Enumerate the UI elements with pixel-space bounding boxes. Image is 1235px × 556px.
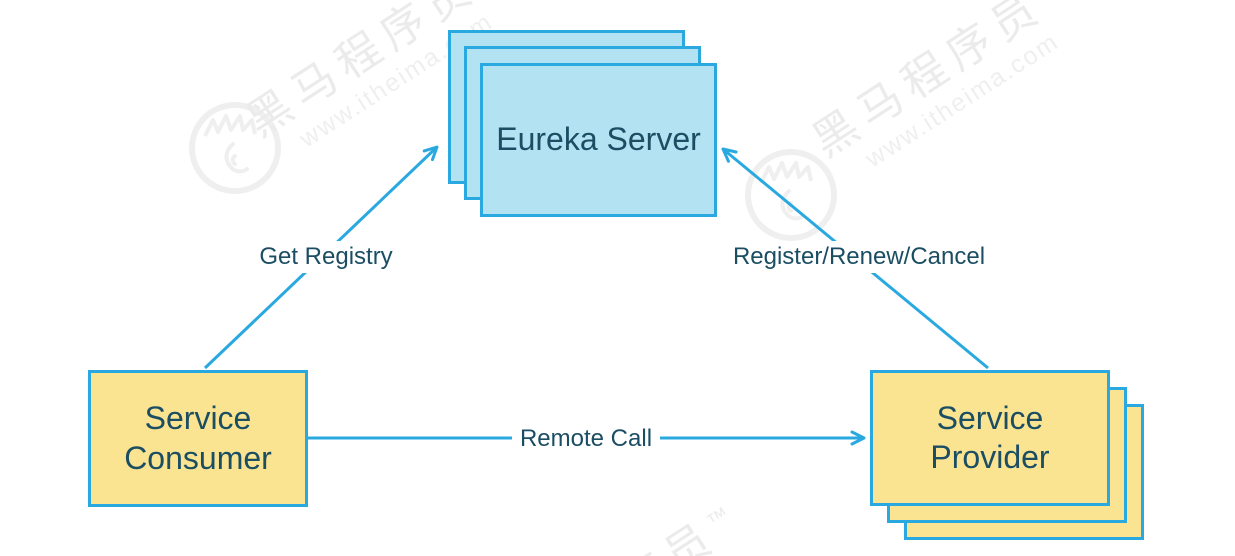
node-service-provider: Service Provider bbox=[870, 370, 1110, 506]
node-service-consumer: Service Consumer bbox=[88, 370, 308, 507]
edge-label-register-renew-cancel: Register/Renew/Cancel bbox=[724, 241, 994, 273]
node-eureka-server: Eureka Server bbox=[480, 63, 717, 217]
eureka-server-label: Eureka Server bbox=[496, 121, 701, 158]
service-provider-label: Service Provider bbox=[930, 399, 1050, 475]
itheima-horse-logo-icon bbox=[189, 102, 281, 194]
service-consumer-label: Service Consumer bbox=[124, 400, 272, 476]
edge-label-remote-call: Remote Call bbox=[511, 423, 661, 455]
edge-label-get-registry: Get Registry bbox=[251, 241, 401, 273]
